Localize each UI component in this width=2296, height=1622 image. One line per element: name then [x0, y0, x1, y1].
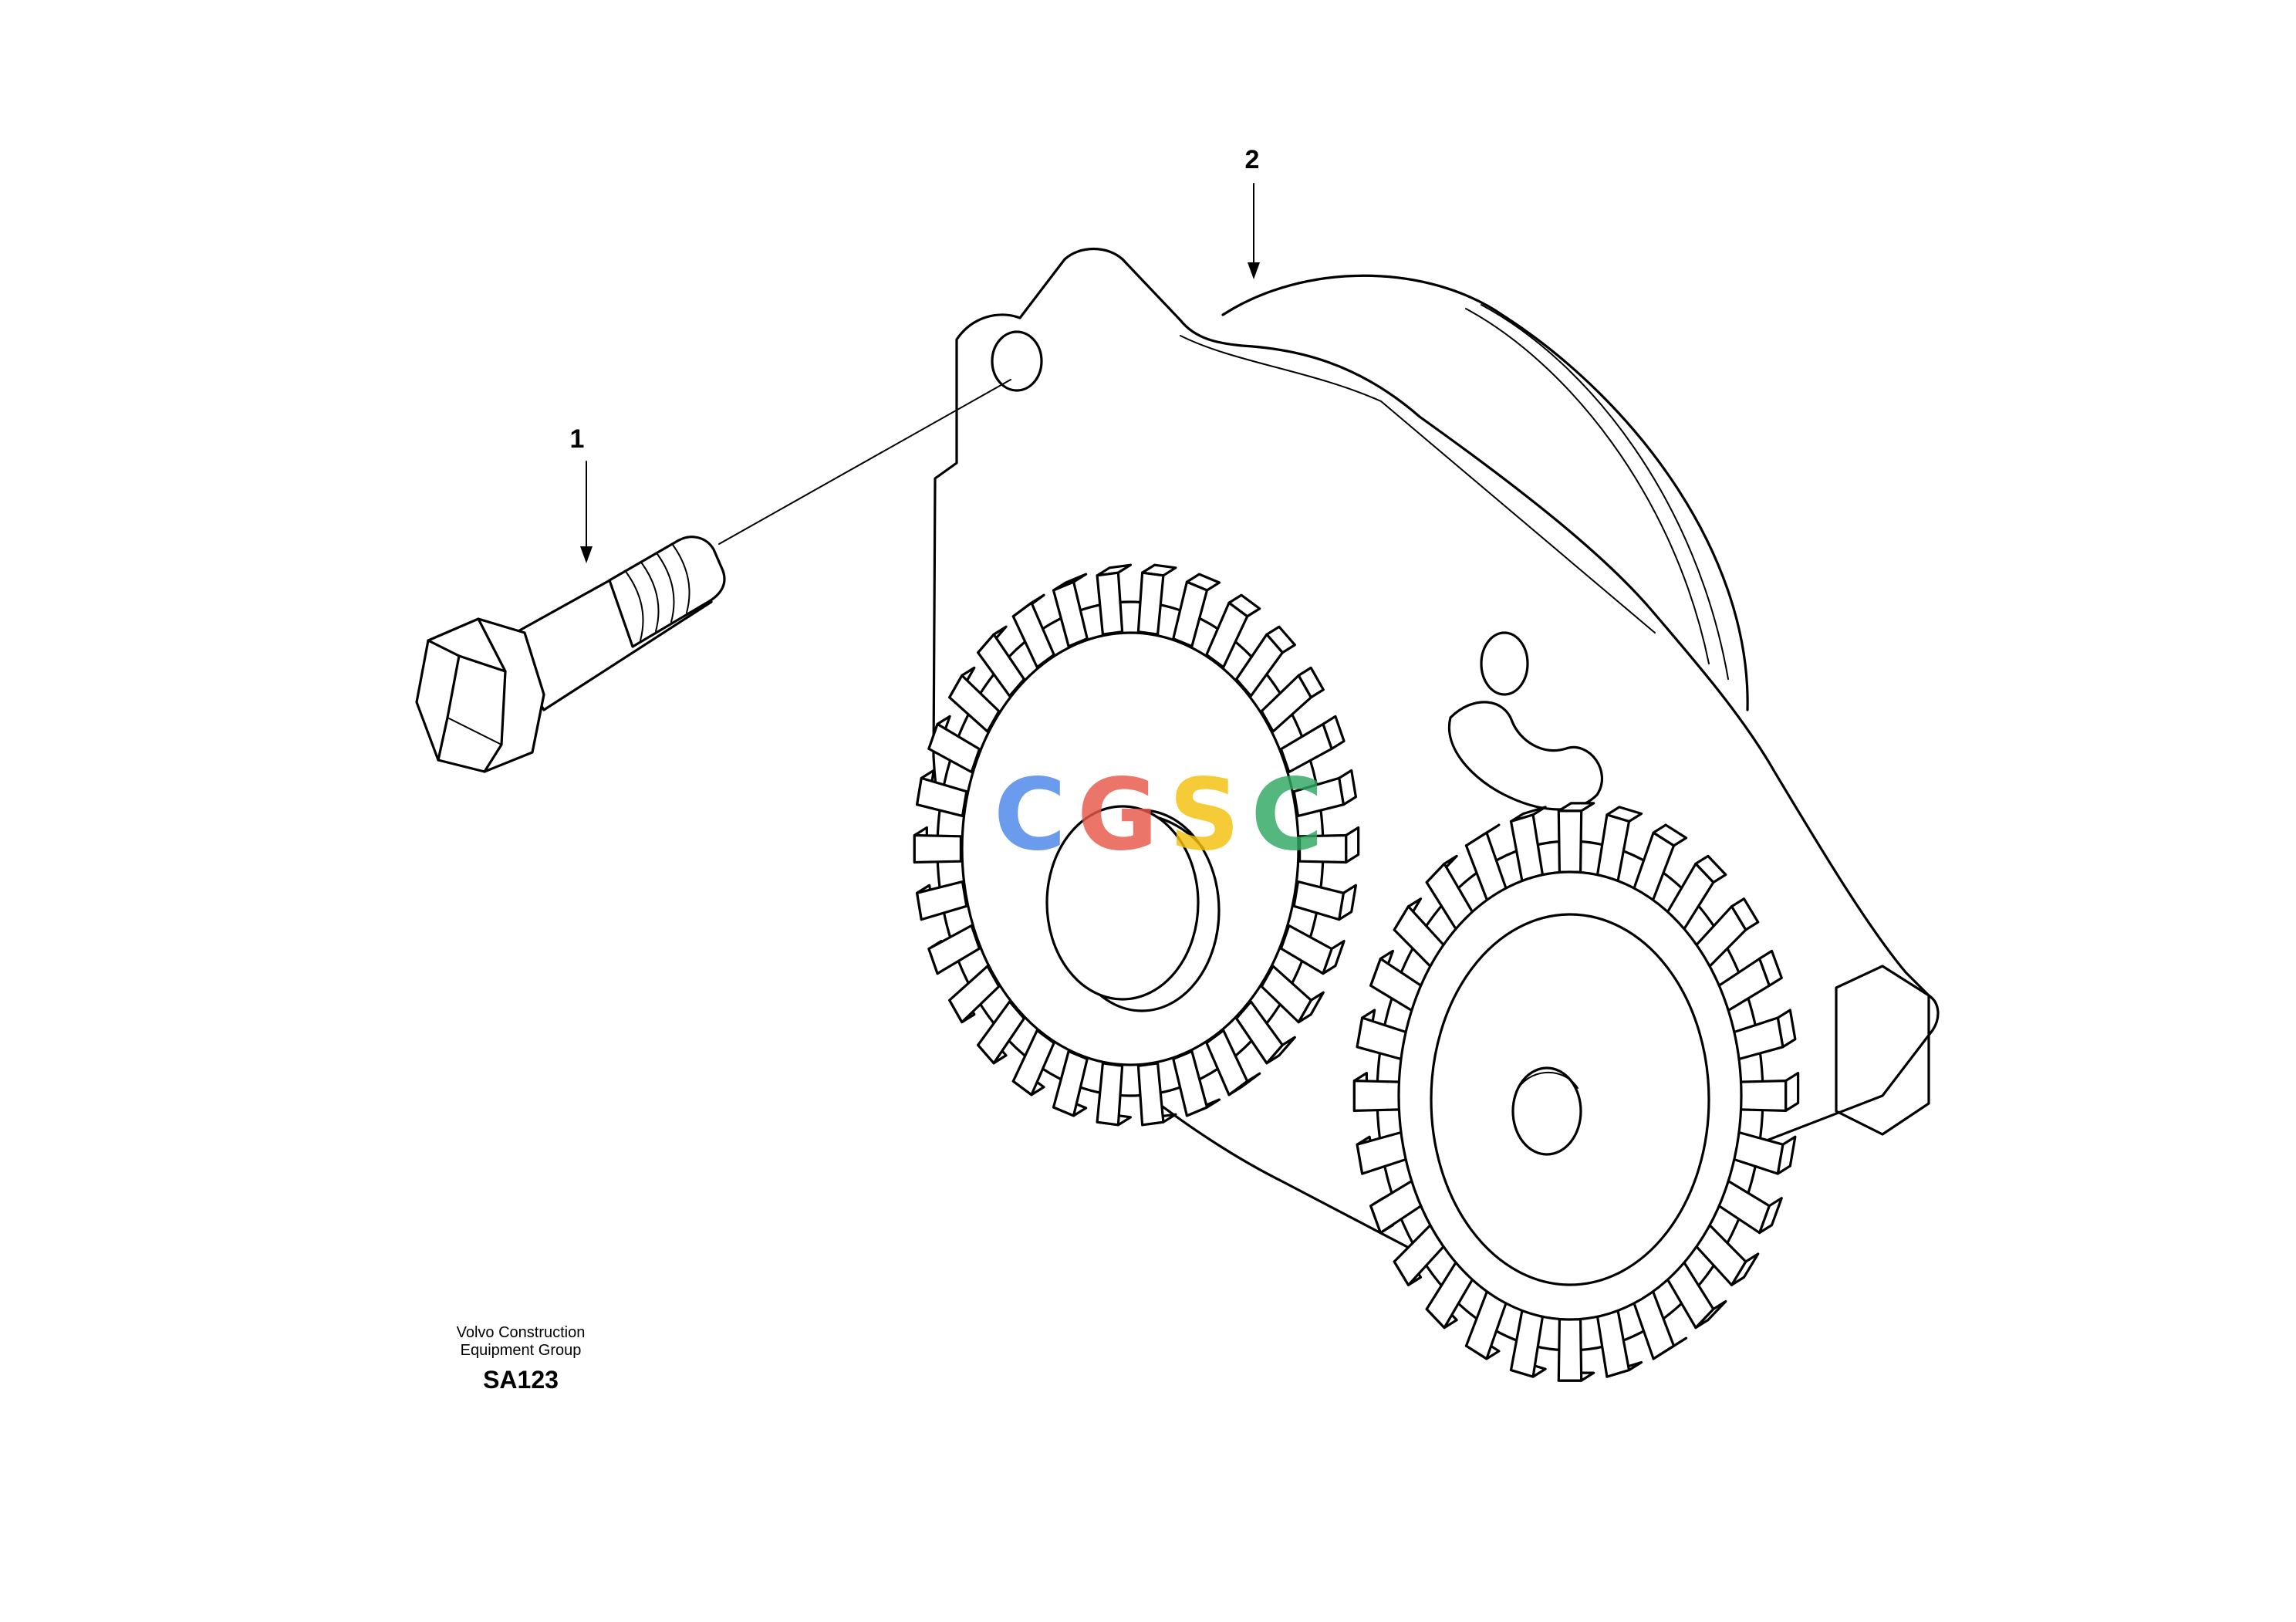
callout-arrowhead-1 — [580, 546, 593, 563]
left-gear-tooth — [916, 880, 968, 921]
alignment-line — [718, 379, 1011, 545]
right-gear-tooth — [1352, 1080, 1402, 1112]
callout-label-1: 1 — [570, 424, 585, 454]
left-gear-tooth — [1096, 1062, 1124, 1127]
right-gear-tooth-side — [1784, 1072, 1800, 1112]
left-gear-tooth — [913, 833, 962, 864]
left-gear-tooth — [1096, 571, 1124, 636]
manufacturer-line-2: Equipment Group — [460, 1342, 582, 1359]
left-gear — [913, 563, 1360, 1127]
left-gear-tooth — [916, 776, 968, 817]
left-gear-tooth — [1136, 571, 1165, 636]
diagram-code: SA123 — [483, 1366, 559, 1394]
left-gear-tooth — [1136, 1062, 1165, 1127]
right-gear — [1352, 802, 1800, 1382]
callout-label-2: 2 — [1245, 145, 1260, 174]
left-gear-tooth-side — [1345, 826, 1360, 864]
left-gear-tooth — [1279, 722, 1333, 774]
manufacturer-label: Volvo Construction Equipment Group — [432, 1324, 609, 1360]
callout-arrowhead-2 — [1248, 262, 1260, 279]
left-gear-tooth — [1292, 880, 1345, 921]
left-gear-tooth — [1292, 776, 1345, 817]
left-gear-tooth — [1298, 833, 1348, 864]
left-gear-tooth — [927, 924, 981, 975]
right-gear-tooth — [1738, 1080, 1788, 1112]
callout-1: 1 — [570, 424, 593, 563]
callout-2: 2 — [1245, 145, 1260, 279]
right-gear-tooth — [1557, 809, 1583, 874]
right-gear-tooth — [1557, 1318, 1583, 1382]
hex-bolt — [415, 536, 726, 773]
manufacturer-line-1: Volvo Construction — [456, 1324, 586, 1341]
